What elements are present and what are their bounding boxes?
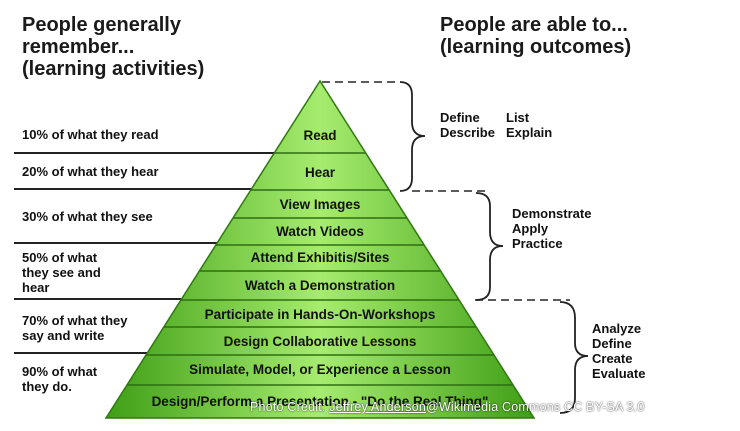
separator-line bbox=[14, 152, 276, 154]
pyramid-level-label: Read bbox=[303, 128, 336, 143]
pyramid-level-label: Attend Exhibitis/Sites bbox=[251, 250, 390, 265]
left-heading: People generally remember... (learning a… bbox=[22, 14, 205, 80]
pyramid-shape bbox=[104, 79, 536, 419]
pyramid-level-label: Participate in Hands-On-Workshops bbox=[205, 307, 436, 322]
outcome-list-explain: List Explain bbox=[506, 110, 553, 140]
outcome-demonstrate-apply-practice: Demonstrate Apply Practice bbox=[512, 206, 592, 251]
retention-label-say-write: 70% of what they say and write bbox=[22, 313, 128, 343]
separator-line bbox=[14, 188, 254, 190]
pyramid-level-label: Watch Videos bbox=[276, 224, 364, 239]
pyramid-level-label: Design/Perform a Presentation - "Do the … bbox=[152, 394, 489, 409]
separator-line bbox=[14, 298, 194, 300]
outcome-define-describe: Define Describe bbox=[440, 110, 495, 140]
credit-author: Jeffrey Anderson bbox=[329, 400, 427, 414]
credit-prefix: Photo Credit: bbox=[250, 400, 330, 414]
credit-suffix: @Wikimedia Commons CC BY-SA 3.0 bbox=[426, 400, 645, 414]
pyramid-level-label: View Images bbox=[280, 197, 361, 212]
right-heading: People are able to... (learning outcomes… bbox=[440, 14, 632, 58]
pyramid-level-label: Simulate, Model, or Experience a Lesson bbox=[189, 362, 451, 377]
separator-line bbox=[14, 352, 164, 354]
retention-label-hear: 20% of what they hear bbox=[22, 164, 159, 179]
retention-label-see: 30% of what they see bbox=[22, 209, 153, 224]
photo-credit: Photo Credit: Jeffrey Anderson@Wikimedia… bbox=[250, 400, 645, 414]
outcome-analyze-create-evaluate: Analyze Define Create Evaluate bbox=[592, 321, 646, 381]
pyramid-level-label: Watch a Demonstration bbox=[245, 278, 395, 293]
bracket-brace bbox=[559, 301, 589, 414]
pyramid-level-label: Hear bbox=[305, 165, 336, 180]
bracket-brace bbox=[475, 192, 504, 301]
separator-line bbox=[14, 242, 224, 244]
retention-label-read: 10% of what they read bbox=[22, 127, 159, 142]
bracket-brace bbox=[399, 81, 426, 192]
retention-label-do: 90% of what they do. bbox=[22, 364, 98, 394]
retention-label-see-hear: 50% of what they see and hear bbox=[22, 250, 101, 295]
pyramid-level-label: Design Collaborative Lessons bbox=[224, 334, 417, 349]
